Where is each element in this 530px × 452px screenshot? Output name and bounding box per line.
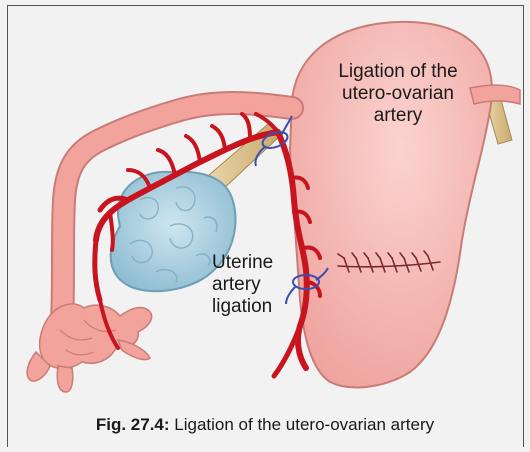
uterine-artery-ligation-label: Uterine artery ligation — [212, 252, 304, 318]
utero-ovarian-ligation-label: Ligation of the utero-ovarian artery — [318, 61, 478, 127]
fimbriae — [27, 304, 152, 392]
figure-caption: Fig. 27.4: Ligation of the utero-ovarian… — [0, 415, 530, 435]
figure-number: Fig. 27.4: — [96, 415, 170, 434]
caption-text: Ligation of the utero-ovarian artery — [174, 415, 434, 434]
